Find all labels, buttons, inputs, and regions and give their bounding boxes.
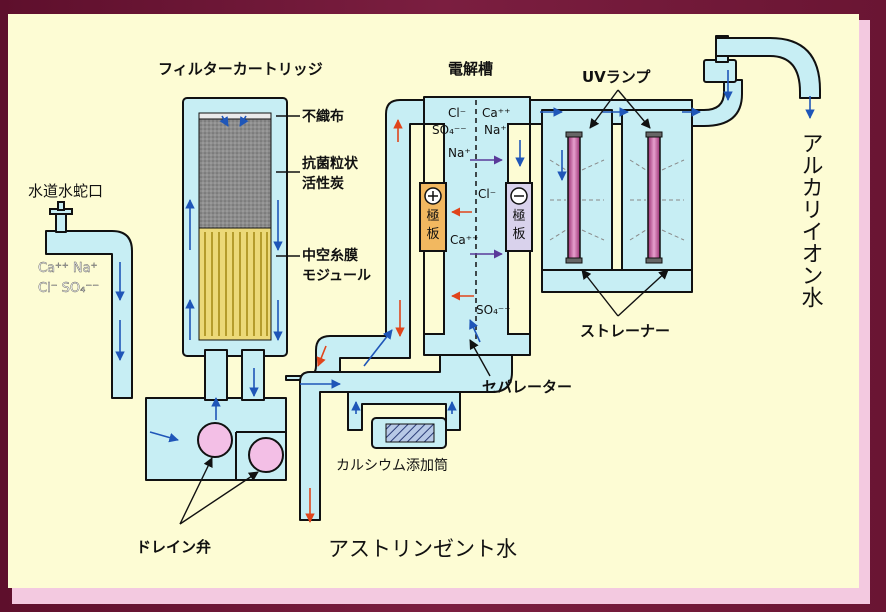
calcium-cartridge [385, 423, 435, 443]
hollow-fiber-module [198, 227, 272, 341]
anode-label-2: 板 [426, 227, 439, 242]
acid-flow-arrows [305, 119, 405, 523]
uv-outlet-pipe [691, 79, 743, 127]
uv-lamp-right [647, 135, 661, 261]
label-carbon-line2: 活性炭 [302, 175, 344, 192]
uv-rays [549, 159, 685, 241]
label-hollow-line2: モジュール [302, 268, 371, 284]
ion-so4-bottom: SO₄⁻⁻ [476, 303, 511, 317]
filter-outlet-pipe-right [241, 349, 265, 401]
faucet-body [703, 59, 737, 83]
label-filter-cartridge: フィルターカートリッジ [158, 60, 323, 78]
panel-shadow-right [858, 20, 870, 604]
ion-cl-top: Cl⁻ [448, 106, 466, 120]
pointer-lines [179, 89, 669, 525]
activated-carbon-bed [198, 118, 272, 229]
tap-handle-icon [49, 201, 73, 215]
uv-lamp-left [567, 135, 581, 261]
acid-pipe [299, 354, 513, 521]
faucet-spout [715, 37, 821, 99]
label-tap: 水道水蛇口 [28, 182, 103, 200]
cathode-label-2: 板 [512, 227, 525, 242]
ion-so4-top: SO₄⁻⁻ [432, 123, 467, 137]
anode-plate [419, 182, 447, 252]
filter-outlet-pipe-left [204, 349, 228, 401]
label-alkaline-water: アルカリイオン水 [798, 132, 824, 308]
tap-inlet-pipe [45, 230, 133, 399]
tap-spout [55, 213, 67, 233]
panel-shadow [12, 586, 868, 604]
label-carbon-line1: 抗菌粒状 [302, 155, 359, 172]
label-calcium-tube: カルシウム添加筒 [336, 457, 448, 474]
ion-na-mid: Na⁺ [448, 146, 471, 160]
ion-ca-mid: Ca⁺⁺ [450, 233, 478, 247]
label-nonwoven: 不織布 [302, 108, 344, 125]
label-tap-ions-1: Ca⁺⁺ Na⁺ [38, 261, 97, 276]
calcium-loop-pipe [347, 391, 461, 431]
label-separator: セパレーター [482, 378, 572, 396]
label-astringent-water: アストリンゼント水 [328, 537, 517, 561]
ion-cl-mid: Cl⁻ [478, 187, 496, 201]
ion-na-top: Na⁺ [484, 123, 507, 137]
ion-arrows [451, 155, 503, 301]
flow-arrows [115, 70, 815, 443]
label-uv-lamp: UVランプ [582, 68, 651, 86]
nonwoven-layer [198, 112, 272, 120]
label-drain-valve: ドレイン弁 [136, 538, 211, 556]
uv-bottom-connector [541, 269, 693, 293]
drain-valve-right [248, 437, 284, 473]
label-strainer: ストレーナー [580, 322, 670, 340]
transfer-pipe [285, 99, 427, 381]
label-electrolysis-cell: 電解槽 [448, 60, 493, 78]
label-hollow-line1: 中空糸膜 [302, 247, 358, 264]
anode-label-1: 極 [426, 208, 439, 224]
cathode-label-1: 極 [512, 208, 525, 224]
ion-ca-top: Ca⁺⁺ [482, 106, 510, 120]
label-tap-ions-2: Cl⁻ SO₄⁻⁻ [38, 281, 99, 296]
drain-valve-left [197, 422, 233, 458]
